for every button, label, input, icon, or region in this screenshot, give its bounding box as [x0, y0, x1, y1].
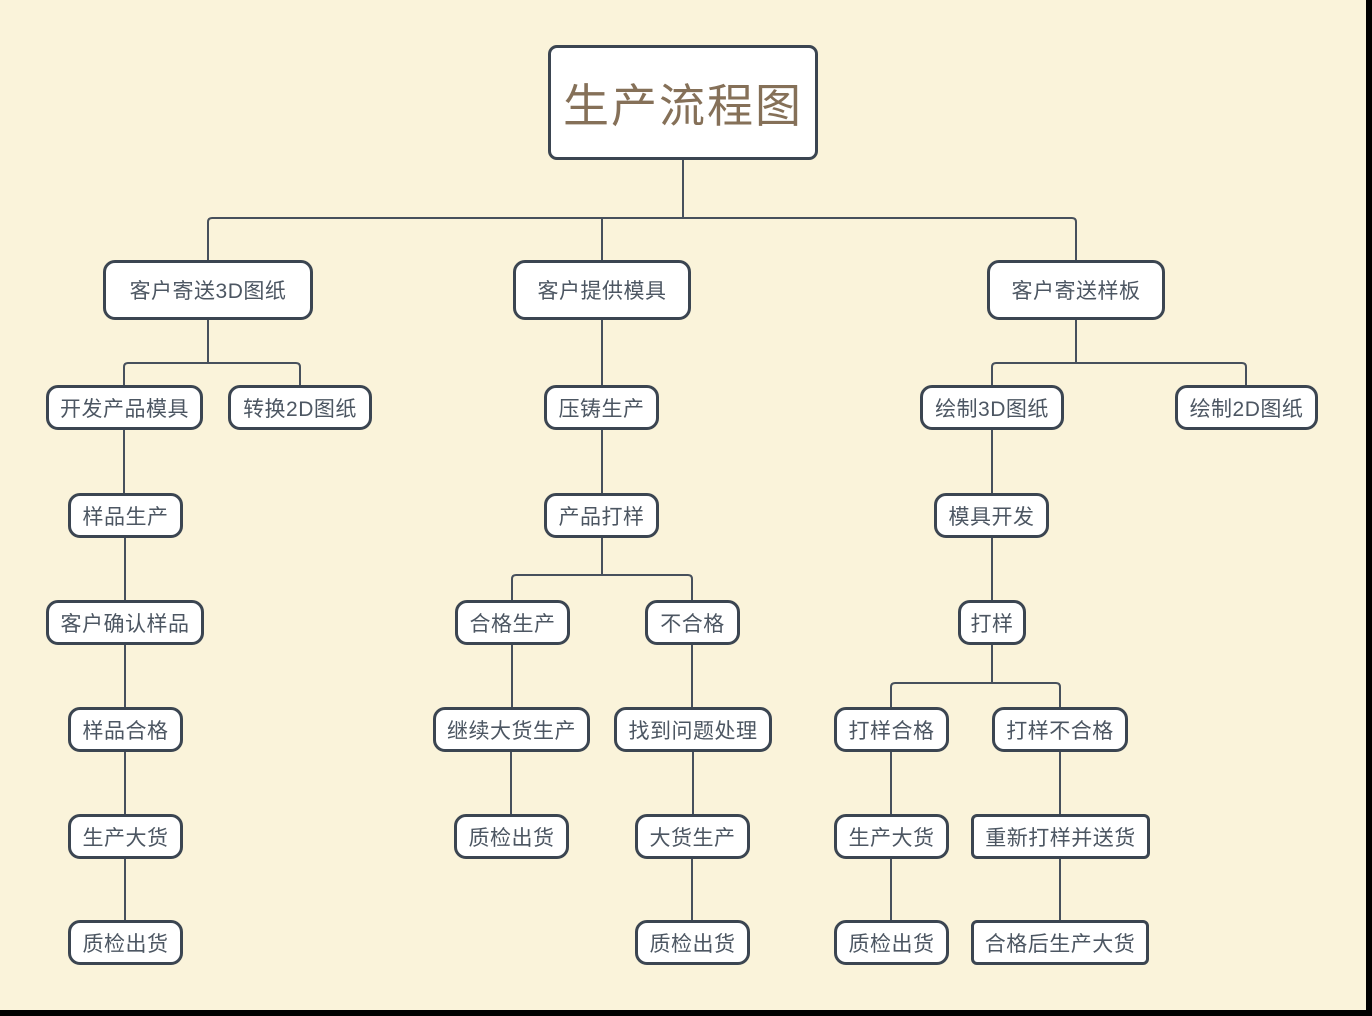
node-resample-and-deliver[interactable]: 重新打样并送货 — [971, 814, 1150, 859]
node-continue-bulk-production[interactable]: 继续大货生产 — [433, 707, 590, 752]
node-die-casting-production[interactable]: 压铸生产 — [544, 385, 659, 430]
node-find-problem-handle[interactable]: 找到问题处理 — [614, 707, 772, 752]
node-produce-bulk-right[interactable]: 生产大货 — [834, 814, 949, 859]
node-unqualified[interactable]: 不合格 — [645, 600, 740, 645]
node-sample-fail[interactable]: 打样不合格 — [992, 707, 1128, 752]
node-sample-qualified[interactable]: 样品合格 — [68, 707, 183, 752]
node-root-title[interactable]: 生产流程图 — [548, 45, 818, 160]
connector-root-bus — [207, 217, 1077, 260]
node-mold-development[interactable]: 模具开发 — [934, 493, 1049, 538]
connector-c2-fail-chain — [691, 644, 694, 920]
node-qualified-production[interactable]: 合格生产 — [455, 600, 570, 645]
node-produce-bulk-left[interactable]: 生产大货 — [68, 814, 183, 859]
node-sample-pass[interactable]: 打样合格 — [834, 707, 949, 752]
node-draw-2d-drawings[interactable]: 绘制2D图纸 — [1175, 385, 1318, 430]
node-customer-sends-sample[interactable]: 客户寄送样板 — [987, 260, 1165, 320]
node-convert-2d-drawings[interactable]: 转换2D图纸 — [228, 385, 372, 430]
connector-c1-split — [123, 320, 301, 385]
node-draw-3d-drawings[interactable]: 绘制3D图纸 — [920, 385, 1064, 430]
node-qc-shipment-right[interactable]: 质检出货 — [834, 920, 949, 965]
node-bulk-production-center[interactable]: 大货生产 — [635, 814, 750, 859]
node-qc-shipment-center-left[interactable]: 质检出货 — [454, 814, 569, 859]
node-customer-provides-mold[interactable]: 客户提供模具 — [513, 260, 691, 320]
node-customer-confirms-sample[interactable]: 客户确认样品 — [46, 600, 204, 645]
node-customer-sends-3d-drawings[interactable]: 客户寄送3D图纸 — [103, 260, 313, 320]
node-product-sampling[interactable]: 产品打样 — [544, 493, 659, 538]
node-develop-product-mold[interactable]: 开发产品模具 — [46, 385, 203, 430]
node-sampling[interactable]: 打样 — [958, 600, 1026, 645]
connector-c3-split2 — [890, 644, 1061, 707]
connector-c3-split — [991, 320, 1247, 385]
node-bulk-after-qualified[interactable]: 合格后生产大货 — [971, 920, 1149, 965]
connector-c2-split — [511, 537, 693, 600]
node-qc-shipment-center[interactable]: 质检出货 — [635, 920, 750, 965]
node-sample-production[interactable]: 样品生产 — [68, 493, 183, 538]
node-qc-shipment-left[interactable]: 质检出货 — [68, 920, 183, 965]
